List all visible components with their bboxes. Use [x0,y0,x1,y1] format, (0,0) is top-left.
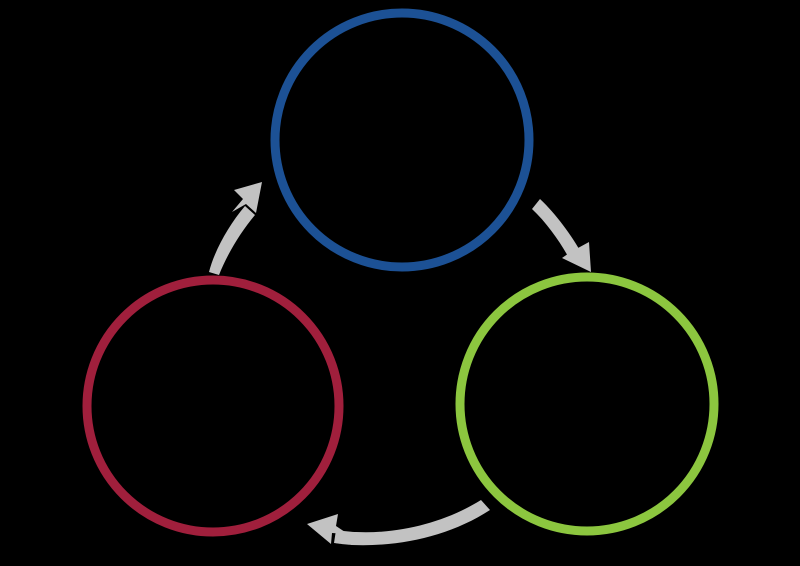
circle-node-bottom-right[interactable] [455,272,719,536]
arrow-green-to-red-head [307,514,348,544]
circle-node-bottom-left[interactable] [82,275,344,537]
circle-node-top[interactable] [270,8,534,272]
arrow-green-to-red-shaft [334,500,490,546]
arrow-blue-to-green-head [562,236,591,272]
arrow-blue-to-green [532,199,591,272]
arrow-red-to-blue-shaft [209,206,255,275]
arrow-red-to-blue [209,182,262,275]
arrow-green-to-red [307,500,490,546]
arrow-red-to-blue-head [232,182,262,213]
